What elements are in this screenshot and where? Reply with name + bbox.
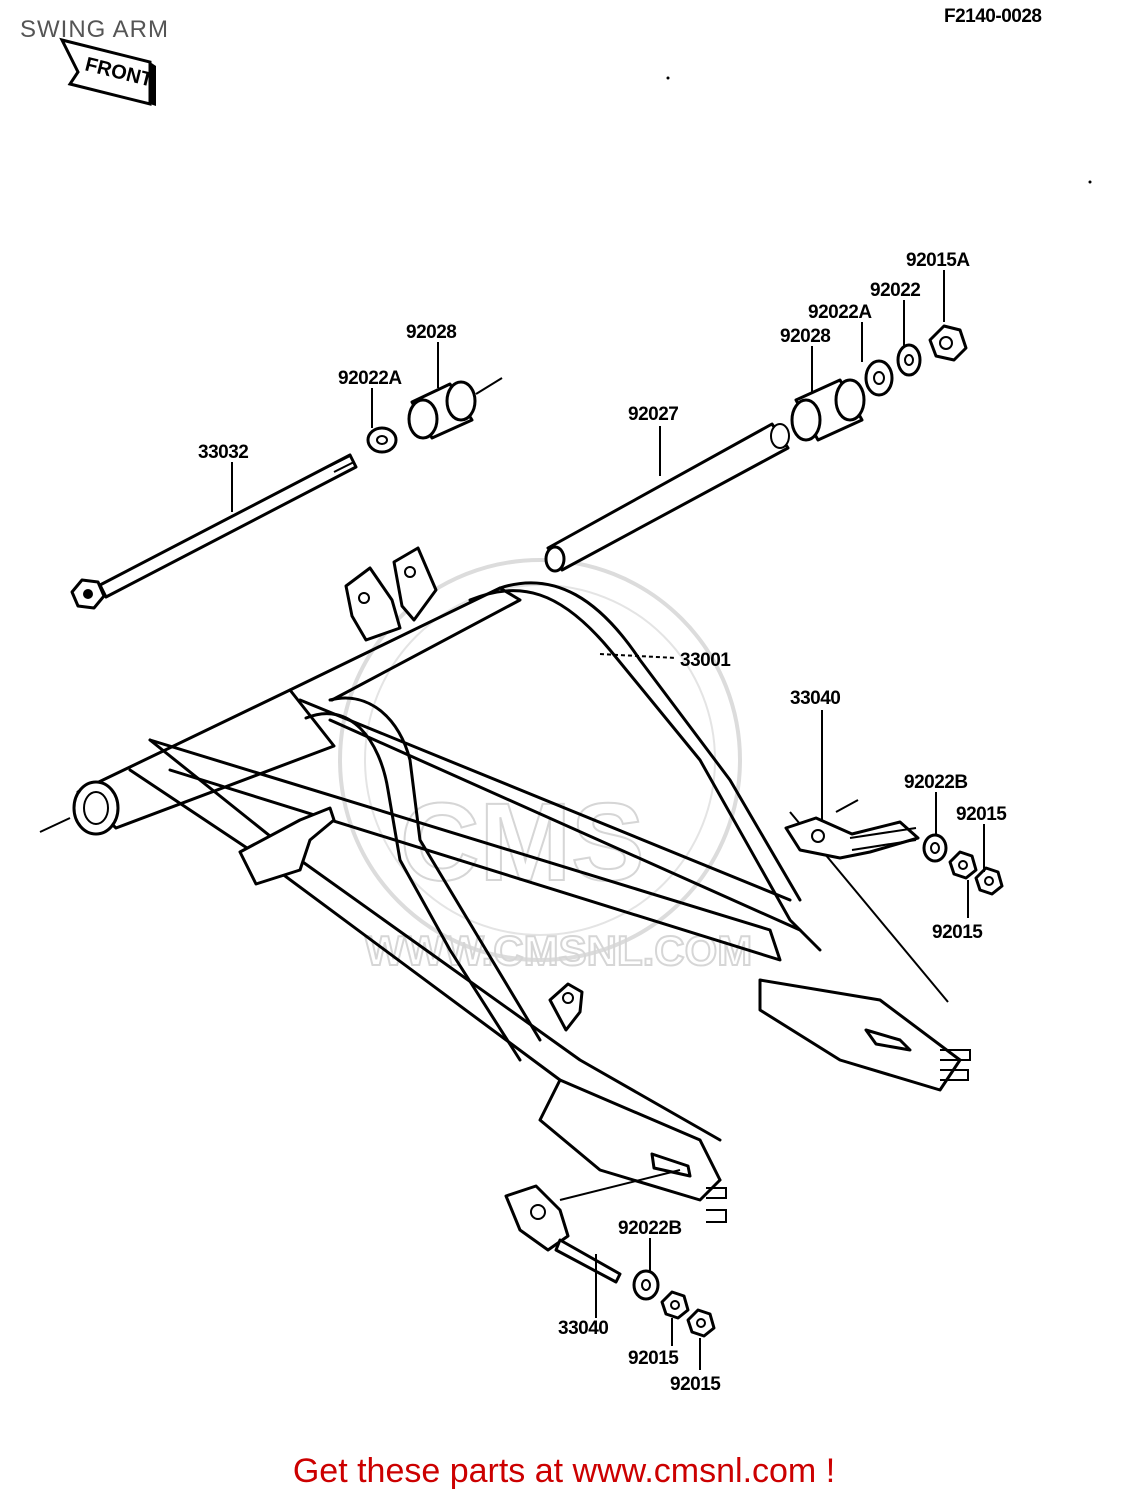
label-92015-right-b: 92015	[932, 922, 983, 943]
label-92022A-right: 92022A	[808, 302, 872, 323]
watermark: CMS WWW.CMSNL.COM	[338, 558, 753, 975]
nut-92015-right-b-icon	[974, 866, 1004, 896]
nut-92015A-icon	[928, 324, 968, 362]
sleeve-icon	[544, 422, 790, 573]
label-92022B-bottom: 92022B	[618, 1218, 682, 1239]
label-92015-right-a: 92015	[956, 804, 1007, 825]
collar-right-icon	[790, 378, 866, 442]
nut-92015-bottom-b-icon	[686, 1308, 716, 1338]
label-92015-bottom-b: 92015	[670, 1374, 721, 1395]
swing-arm-diagram: CMS WWW.CMSNL.COM FRONT	[39, 37, 1092, 1395]
diagram-title: SWING ARM	[20, 16, 170, 43]
leader-lines	[231, 270, 985, 1370]
label-33040-right: 33040	[790, 688, 840, 709]
cta-link[interactable]: Get these parts at www.cmsnl.com !	[292, 1452, 836, 1490]
swing-arm-frame-icon	[39, 546, 971, 1223]
label-92022A-left: 92022A	[338, 368, 402, 389]
nut-92015-bottom-a-icon	[660, 1290, 690, 1320]
washer-92022B-right-icon	[922, 833, 948, 863]
nut-92015-right-a-icon	[948, 850, 978, 880]
label-33032: 33032	[198, 442, 248, 463]
chain-adjuster-bottom-icon	[504, 1184, 622, 1284]
chain-adjuster-right-icon	[784, 799, 920, 860]
washer-left-icon	[366, 426, 398, 454]
front-arrow-icon: FRONT	[59, 37, 156, 106]
label-92028-right: 92028	[780, 326, 830, 347]
pivot-bolt-icon	[70, 453, 358, 610]
collar-left-icon	[407, 377, 503, 440]
washer-92022B-bottom-icon	[632, 1269, 660, 1301]
label-92022B-right: 92022B	[904, 772, 968, 793]
label-92027: 92027	[628, 404, 678, 425]
label-92015-bottom-a: 92015	[628, 1348, 679, 1369]
label-92028-left: 92028	[406, 322, 456, 343]
label-92015A: 92015A	[906, 250, 970, 271]
washer-92022-icon	[896, 343, 922, 377]
washer-right-icon	[864, 359, 894, 397]
label-33040-bottom: 33040	[558, 1318, 608, 1339]
figure-code: F2140-0028	[944, 6, 1042, 27]
label-92022: 92022	[870, 280, 920, 301]
label-33001: 33001	[680, 650, 731, 671]
